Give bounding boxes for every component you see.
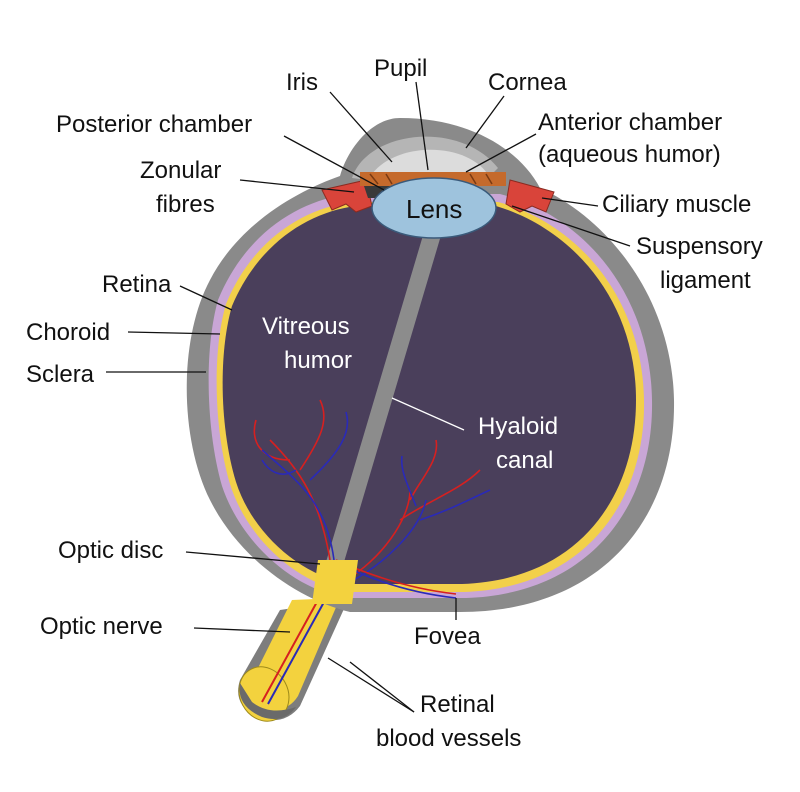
label-suspensory-ligament-line2: ligament <box>660 267 751 294</box>
label-hyaloid-canal-line1: Hyaloid <box>478 413 558 440</box>
label-optic-disc: Optic disc <box>58 537 163 564</box>
label-choroid: Choroid <box>26 319 110 346</box>
ciliary-muscle-right <box>505 179 555 213</box>
label-iris: Iris <box>286 69 318 96</box>
vitreous-humor-shape <box>222 206 636 584</box>
label-retinal-blood-vessels-line2: blood vessels <box>376 725 521 752</box>
label-optic-nerve: Optic nerve <box>40 613 163 640</box>
label-anterior-chamber-line2: (aqueous humor) <box>538 141 721 168</box>
label-vitreous-humor-line1: Vitreous <box>262 313 350 340</box>
leader-lines <box>106 81 631 713</box>
label-cornea: Cornea <box>488 69 567 96</box>
label-pupil: Pupil <box>374 55 427 82</box>
label-posterior-chamber: Posterior chamber <box>56 111 252 138</box>
label-ciliary-muscle: Ciliary muscle <box>602 191 751 218</box>
label-fovea: Fovea <box>414 623 481 650</box>
optic-disc-shape <box>312 560 358 604</box>
iris-texture <box>369 173 493 185</box>
cornea-shape <box>352 136 498 180</box>
hyaloid-canal-shape <box>326 232 442 562</box>
label-sclera: Sclera <box>26 361 95 388</box>
label-retinal-blood-vessels-line1: Retinal <box>420 691 495 718</box>
label-vitreous-humor-line2: humor <box>284 347 352 374</box>
label-suspensory-ligament-line1: Suspensory <box>636 233 763 260</box>
label-zonular-fibres-line2: fibres <box>156 191 215 218</box>
label-zonular-fibres-line1: Zonular <box>140 157 221 184</box>
label-retina: Retina <box>102 271 172 298</box>
label-lens: Lens <box>406 194 462 224</box>
label-hyaloid-canal-line2: canal <box>496 447 553 474</box>
lens-shape <box>371 177 497 239</box>
optic-nerve-shape <box>238 598 348 722</box>
label-anterior-chamber-line1: Anterior chamber <box>538 109 722 136</box>
